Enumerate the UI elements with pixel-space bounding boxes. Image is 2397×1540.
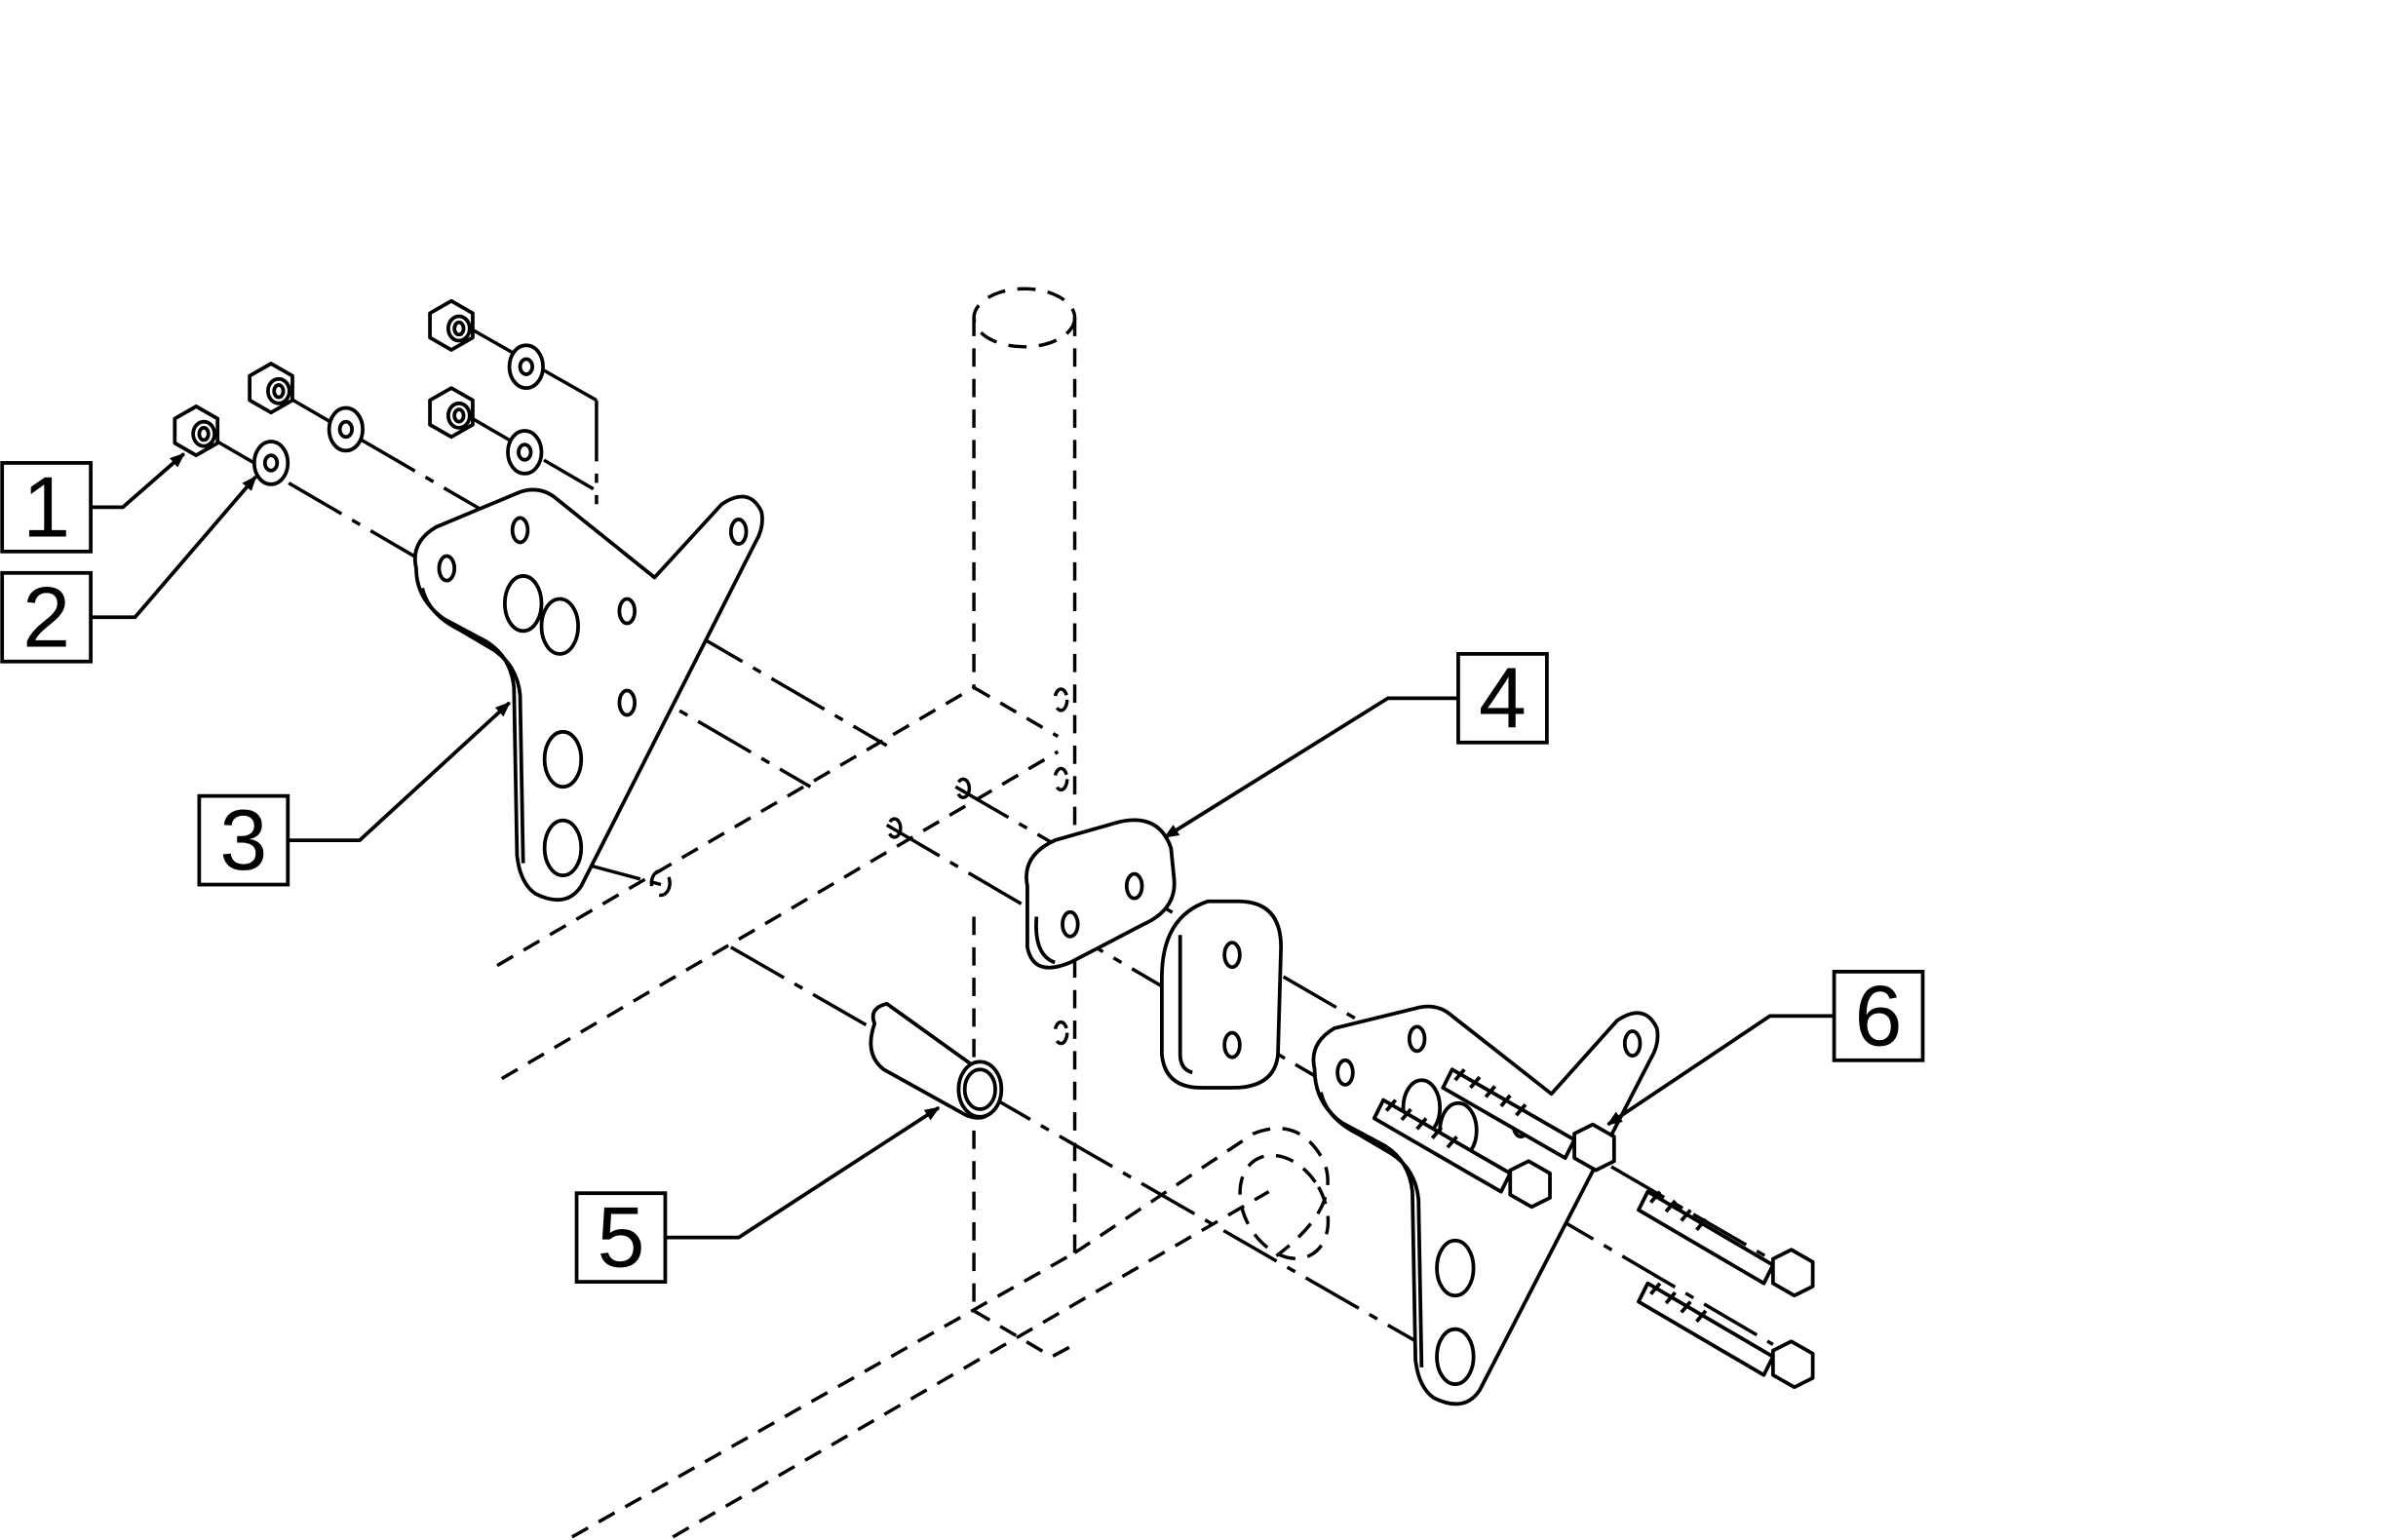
callout-4-label: 4 (1479, 650, 1527, 746)
bushing (869, 1001, 1004, 1120)
hex-bolt (1637, 1189, 1815, 1298)
leader-lines (91, 452, 1835, 1240)
callout-5-label: 5 (598, 1190, 645, 1286)
hex-bolt (1372, 1097, 1552, 1210)
callout-2: 2 (0, 569, 93, 665)
callout-3: 3 (197, 792, 290, 888)
washer (507, 343, 545, 391)
hex-bolt (1637, 1281, 1815, 1390)
frame-outline (496, 287, 1331, 1539)
lock-nut (248, 362, 294, 415)
lock-nut (173, 404, 220, 457)
callout-3-label: 3 (219, 792, 267, 888)
lock-nut-group (173, 298, 475, 457)
spacer-block (1025, 818, 1284, 1090)
washer-group (251, 343, 545, 486)
washer (251, 440, 290, 486)
bolt-group (1372, 1067, 1815, 1390)
callout-1: 1 (0, 459, 93, 555)
washer (506, 429, 544, 476)
callout-4: 4 (1456, 650, 1549, 746)
callout-1-label: 1 (22, 459, 70, 555)
left-mounting-bracket (413, 487, 764, 903)
right-mounting-bracket (1311, 1004, 1660, 1406)
callout-6: 6 (1832, 968, 1925, 1063)
callout-2-label: 2 (22, 569, 70, 665)
washer (327, 405, 365, 453)
centerlines (206, 322, 1774, 1346)
lock-nut (428, 386, 475, 440)
callout-5: 5 (574, 1190, 668, 1286)
callout-6-label: 6 (1855, 968, 1903, 1063)
hex-bolt (1441, 1067, 1616, 1173)
lock-nut (428, 298, 475, 352)
